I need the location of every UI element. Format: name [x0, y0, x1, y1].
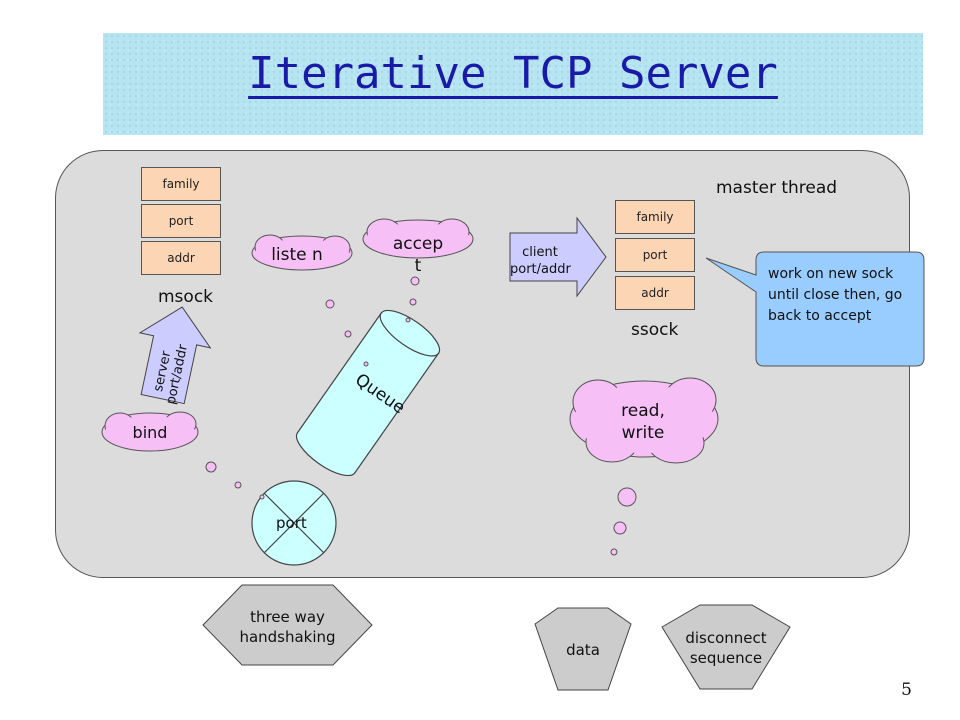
page-number: 5 [901, 680, 912, 700]
read-write-cloud [569, 377, 719, 464]
bind-text: bind [132, 423, 168, 442]
disconnect-sequence-shape [661, 604, 791, 690]
client-arrow [509, 216, 607, 298]
bind-cloud [101, 411, 199, 452]
ssock-addr-field: addr [615, 276, 695, 310]
listen-cloud [251, 234, 353, 271]
ssock-port-field: port [615, 238, 695, 272]
ssock-label: ssock [631, 320, 679, 340]
queue-cylinder [295, 309, 441, 477]
title-banner [103, 33, 923, 135]
master-thread-label: master thread [716, 178, 838, 198]
data-phase-text: data [566, 641, 600, 659]
read-write-text: read, write [621, 401, 665, 443]
data-phase-shape [534, 607, 632, 691]
listen-text: liste n [271, 245, 323, 265]
callout-bubble [705, 251, 925, 367]
disconnect-sequence-text: disconnect sequence [685, 629, 767, 667]
ssock-family-field: family [615, 200, 695, 234]
port-circle [251, 480, 337, 566]
slide-title: Iterative TCP Server [248, 48, 778, 99]
accept-cloud [362, 218, 474, 259]
thought-dots [205, 276, 637, 556]
accept-text: accep t [392, 234, 444, 276]
three-way-handshaking-text: three way handshaking [239, 608, 336, 646]
port-label: port [276, 514, 307, 532]
msock-port-field: port [141, 204, 221, 238]
msock-label: msock [158, 287, 214, 307]
msock-addr-field: addr [141, 241, 221, 275]
msock-family-field: family [141, 167, 221, 201]
server-arrow [138, 306, 212, 405]
client-arrow-text: client port/addr [510, 245, 571, 277]
callout-text: work on new sock until close then, go ba… [768, 266, 903, 324]
three-way-handshaking-shape [202, 584, 373, 666]
